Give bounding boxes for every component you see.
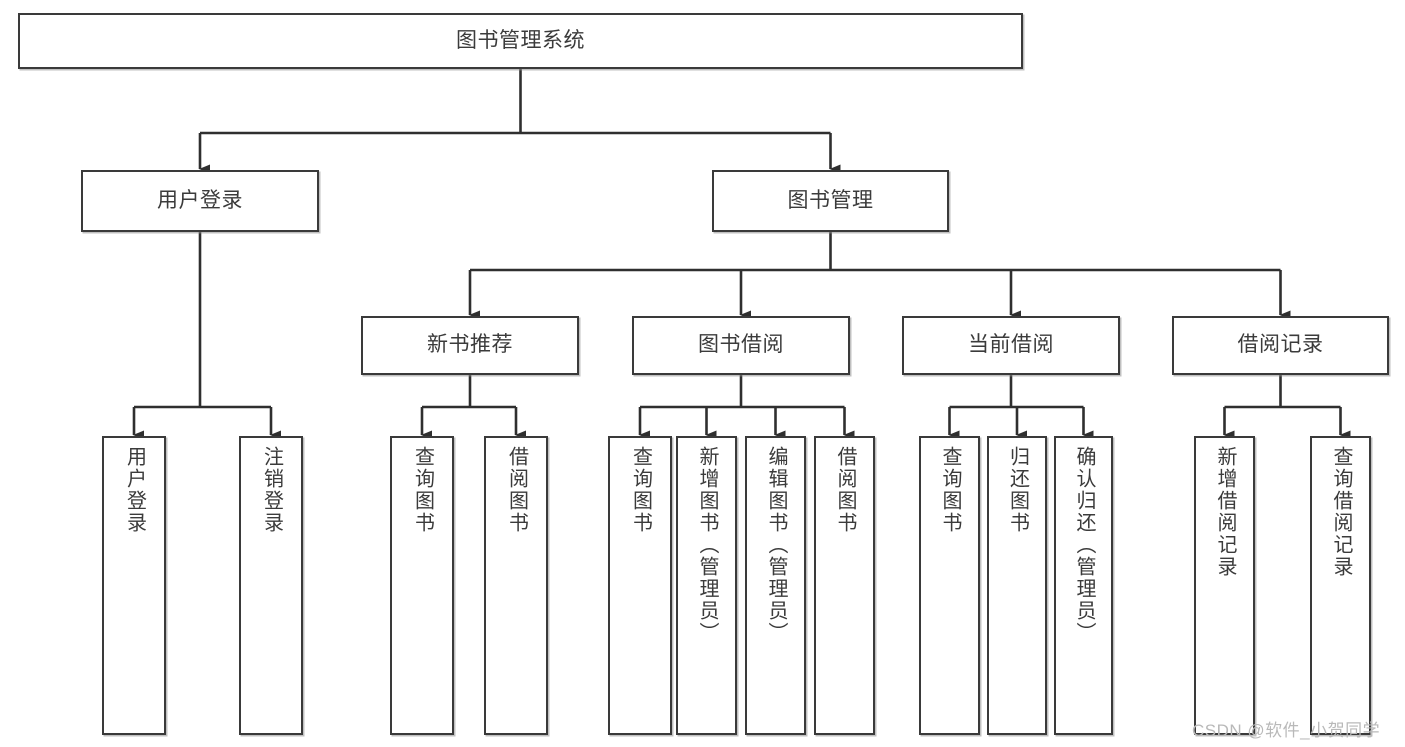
- node-leaf6[interactable]: 新增图书（管理员）: [676, 436, 737, 735]
- watermark: CSDN @软件_小贺同学: [1192, 721, 1381, 740]
- node-leaf8[interactable]: 借阅图书: [814, 436, 875, 735]
- node-leaf11[interactable]: 确认归还（管理员）: [1054, 436, 1113, 735]
- node-label: 新增图书（管理员）: [696, 446, 718, 644]
- node-label: 归还图书: [1006, 446, 1029, 534]
- node-leaf10[interactable]: 归还图书: [987, 436, 1047, 735]
- node-root[interactable]: 图书管理系统: [18, 13, 1023, 69]
- node-label: 查询图书: [411, 446, 434, 534]
- node-leaf7[interactable]: 编辑图书（管理员）: [745, 436, 806, 735]
- node-label: 借阅图书: [505, 446, 528, 534]
- node-leaf3[interactable]: 查询图书: [390, 436, 454, 735]
- node-leaf1[interactable]: 用户登录: [102, 436, 166, 735]
- node-label: 借阅记录: [1237, 333, 1324, 357]
- node-leaf12[interactable]: 新增借阅记录: [1194, 436, 1255, 735]
- node-newbooks[interactable]: 新书推荐: [361, 316, 579, 375]
- node-leaf2[interactable]: 注销登录: [239, 436, 303, 735]
- node-label: 新书推荐: [427, 333, 513, 357]
- node-leaf9[interactable]: 查询图书: [919, 436, 980, 735]
- node-login[interactable]: 用户登录: [81, 170, 319, 232]
- node-leaf4[interactable]: 借阅图书: [484, 436, 548, 735]
- node-label: 编辑图书（管理员）: [765, 446, 787, 644]
- node-label: 当前借阅: [968, 333, 1054, 357]
- node-label: 借阅图书: [834, 446, 856, 534]
- node-bookmgmt[interactable]: 图书管理: [712, 170, 949, 232]
- node-current[interactable]: 当前借阅: [902, 316, 1120, 375]
- node-label: 新增借阅记录: [1214, 446, 1236, 578]
- node-leaf13[interactable]: 查询借阅记录: [1310, 436, 1371, 735]
- node-label: 用户登录: [123, 446, 146, 534]
- node-label: 图书借阅: [698, 333, 784, 357]
- node-leaf5[interactable]: 查询图书: [608, 436, 672, 735]
- node-label: 图书管理系统: [456, 28, 585, 52]
- node-label: 图书管理: [787, 188, 874, 212]
- node-label: 查询借阅记录: [1330, 446, 1352, 578]
- node-label: 确认归还（管理员）: [1073, 446, 1095, 644]
- node-label: 用户登录: [157, 188, 243, 212]
- node-label: 查询图书: [629, 446, 652, 534]
- node-borrow[interactable]: 图书借阅: [632, 316, 850, 375]
- node-records[interactable]: 借阅记录: [1172, 316, 1389, 375]
- node-label: 查询图书: [939, 446, 961, 534]
- node-label: 注销登录: [260, 446, 283, 534]
